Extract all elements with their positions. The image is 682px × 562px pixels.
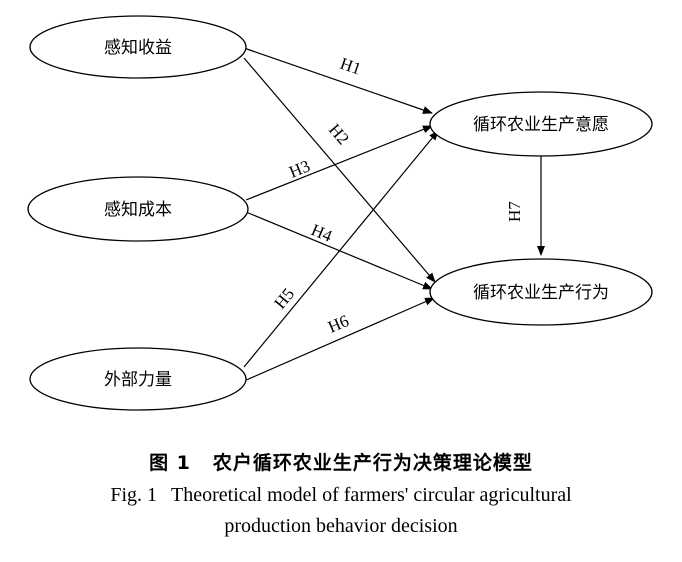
node-perceived-benefit: 感知收益 xyxy=(29,15,247,79)
node-intention: 循环农业生产意愿 xyxy=(429,91,653,157)
node-behavior-label: 循环农业生产行为 xyxy=(473,283,609,303)
figure-title-chinese: 农户循环农业生产行为决策理论模型 xyxy=(212,452,533,474)
node-behavior: 循环农业生产行为 xyxy=(429,258,653,326)
node-external-force-label: 外部力量 xyxy=(104,370,172,390)
node-perceived-cost-label: 感知成本 xyxy=(104,200,172,220)
edge-h2-line xyxy=(243,57,436,283)
edge-label-h1: H1 xyxy=(338,54,364,79)
edge-h5-line xyxy=(243,130,439,368)
edge-h1-line xyxy=(243,47,433,114)
edge-label-h2: H2 xyxy=(325,120,353,148)
node-external-force: 外部力量 xyxy=(29,347,247,411)
figure-title-english-line2: production behavior decision xyxy=(224,515,458,537)
figure-number-chinese: 图 1 xyxy=(149,452,191,474)
node-perceived-benefit-label: 感知收益 xyxy=(104,38,172,58)
figure-caption-chinese: 图 1 农户循环农业生产行为决策理论模型 xyxy=(0,448,682,475)
edge-label-h4: H4 xyxy=(308,220,335,246)
edge-label-h6: H6 xyxy=(325,311,352,337)
node-perceived-cost: 感知成本 xyxy=(27,176,249,242)
edge-h3-line xyxy=(245,125,433,201)
edge-label-h7: H7 xyxy=(505,201,524,222)
figure-title-english-line1: Theoretical model of farmers' circular a… xyxy=(171,484,572,506)
edge-label-h5: H5 xyxy=(270,284,298,312)
figure-caption-english-line1: Fig. 1 Theoretical model of farmers' circ… xyxy=(0,484,682,507)
edge-label-h3: H3 xyxy=(286,156,312,181)
theoretical-model-diagram: H1 H2 H3 H4 H5 H6 H7 感知收益 感知成本 外部力量 循环农业… xyxy=(27,15,653,411)
figure-number-english: Fig. 1 xyxy=(110,484,158,506)
node-intention-label: 循环农业生产意愿 xyxy=(473,115,609,135)
figure-caption-english-line2: production behavior decision xyxy=(0,515,682,538)
edge-h6-line xyxy=(243,297,435,382)
edges xyxy=(243,47,545,382)
